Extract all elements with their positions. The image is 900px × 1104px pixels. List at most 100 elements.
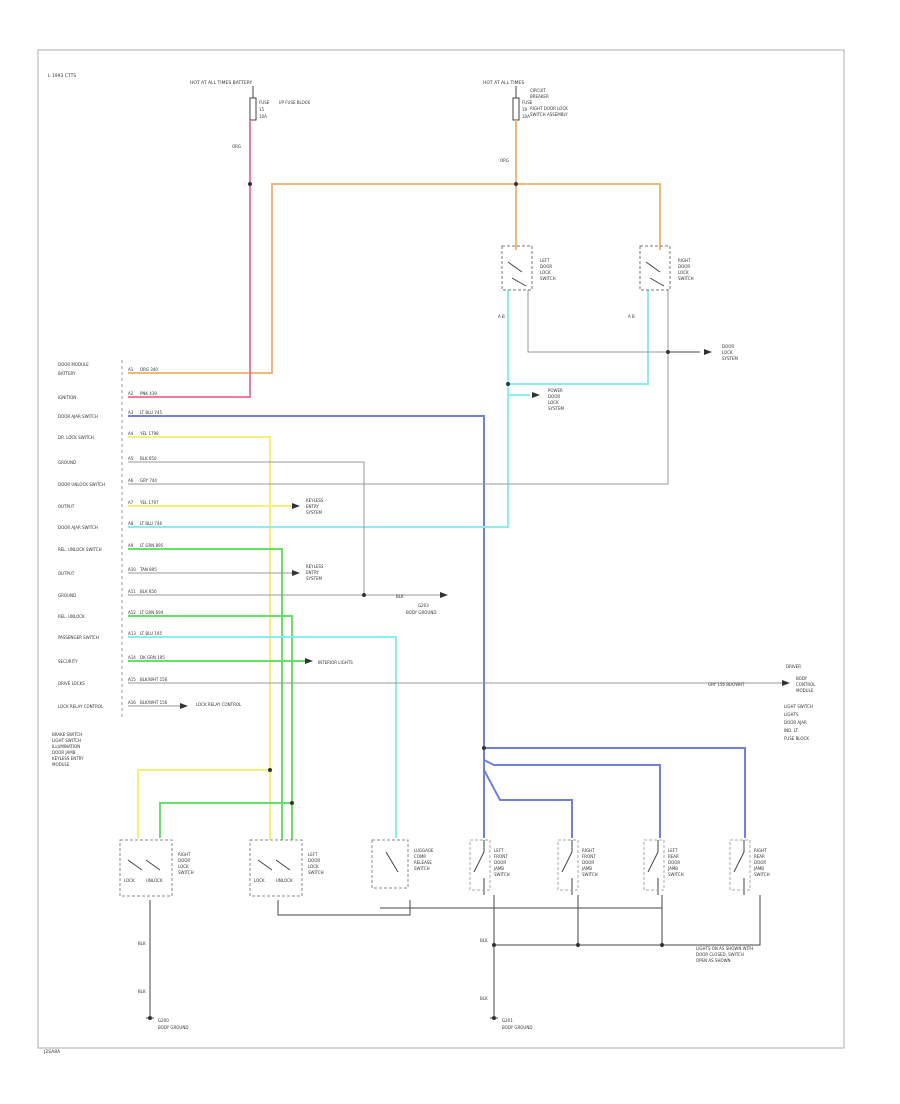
splice-dot [362,593,366,597]
left-fuse-line2: 15 [259,107,265,112]
splice-dot [268,768,272,772]
lock-relay-label: LOCK RELAY CONTROL [196,702,242,707]
module-row-label: PASSENGER SWITCH [58,635,99,640]
switch-label: REAR [754,854,765,859]
note-right-l3: OPEN AS SHOWN [696,958,731,963]
wire-orange-top-right [516,183,661,250]
module-row-wire: PNK 439 [140,391,157,396]
note-left-l1: BRAKE SWITCH [52,732,82,737]
ground-mid-label: G203 [418,603,429,608]
top-switch-right-l2: DOOR [678,264,690,269]
module-row-wire: TAN 895 [139,567,157,572]
ground-right-wire: BLK [480,996,488,1001]
switch-contact [275,859,291,871]
splice-dot [248,182,252,186]
right-source-wire: ORG [500,158,509,163]
splice-dots [248,182,670,805]
switch-housing [249,839,303,897]
left-fuse-line3: 10A [259,114,267,119]
module-row-wire: LT GRN 895 [140,543,164,548]
right-label-1-l1: BODY [796,676,808,681]
top-switch-right: RIGHT DOOR LOCK SWITCH A B [628,245,694,319]
door-lock-system-l1: DOOR [722,344,734,349]
left-module-title: DOOR MODULE [58,362,89,367]
keyless-1-l2: ENTRY [306,504,319,509]
module-row-label: OUTPUT [58,571,75,576]
splice-dot [482,746,486,750]
switch-label: DOOR [178,858,190,863]
wire-yellow-lock-switch [128,436,271,840]
switch-label: DOOR [308,858,320,863]
switch-contact [473,851,485,873]
switch-label: RIGHT [582,848,595,853]
switch-contact [257,859,273,871]
switch-label: SWITCH [308,870,324,875]
module-row-wire: BLK 650 [140,589,157,594]
switch-contact [127,859,143,871]
power-lock-l1: POWER [548,388,563,393]
note-left-l3: ILLUMINATION [52,744,80,749]
module-row-label: DOOR AJAR SWITCH [58,414,98,419]
keyless-1-l1: KEYLESS [306,498,324,503]
switch-sub-label: UNLOCK [146,878,163,883]
note-left-l6: MODULE [52,762,70,767]
switch-label: DOOR [494,860,506,865]
left-fuse-line1: FUSE [259,100,270,105]
switch-label: DOOR [754,860,766,865]
switch-label: SWITCH [754,872,770,877]
left-note: BRAKE SWITCH LIGHT SWITCH ILLUMINATION D… [52,732,84,767]
ground-bus-lower [494,895,761,946]
module-row-pin: A6 [128,478,134,483]
callout-keyless-entry-1: KEYLESS ENTRY SYSTEM [292,498,324,515]
module-row-label: DR. LOCK SWITCH [58,435,94,440]
power-lock-l4: SYSTEM [548,406,564,411]
module-row-pin: A7 [128,500,134,505]
keyless-2-l2: ENTRY [306,570,319,575]
keyless-2-l1: KEYLESS [306,564,324,569]
wire-green-lower [159,802,292,838]
right-fuse-desc-1: CIRCUIT [530,88,546,93]
switch-label: SWITCH [494,872,510,877]
callout-right-module: GRY 156 BLK/WHT BODY CONTROL MODULE LIGH… [708,664,816,741]
warning-module-label: DRIVER [786,664,801,669]
wire-blue-door-ajar [128,415,746,838]
module-row-wire: LT GRN 694 [140,610,164,615]
switch-label: RIGHT [754,848,767,853]
right-wire-label: GRY 156 BLK/WHT [708,682,745,687]
switch-contact [647,851,659,873]
top-switch-right-l1: RIGHT [678,258,691,263]
module-row-pin: A4 [128,431,134,436]
module-row-label: DOOR UNLOCK SWITCH [58,482,105,487]
module-row-wire: LT BLU 745 [140,410,162,415]
switch-sub-label: LOCK [254,878,265,883]
switch-label: DOOR [668,860,680,865]
switch-label: LOCK [308,864,319,869]
ground-symbol-left: G200 BODY GROUND [146,1016,188,1030]
module-row-pin: A9 [128,543,134,548]
ground-bottom-right-label: G201 [502,1018,513,1023]
ground-bottom-right-desc: BODY GROUND [502,1025,532,1030]
wire-cyan-door-ajar [128,290,509,528]
wire-blue-branch-3 [483,759,661,838]
splice-dot [514,182,518,186]
module-row-pin: A14 [128,655,136,660]
module-row-pin: A16 [128,700,136,705]
module-row-label: SECURITY [58,659,78,664]
wire-pink-ignition [128,120,251,398]
callout-keyless-entry-2: KEYLESS ENTRY SYSTEM [292,564,324,581]
left-fuse-desc: I/P FUSE BLOCK [279,100,311,105]
switch-sub-label: LOCK [124,878,135,883]
module-row-pin: A5 [128,456,134,461]
callout-power-lock-system: POWER DOOR LOCK SYSTEM [532,388,564,411]
note-right-l1: LIGHTS ON AS SHOWN WITH [696,946,753,951]
